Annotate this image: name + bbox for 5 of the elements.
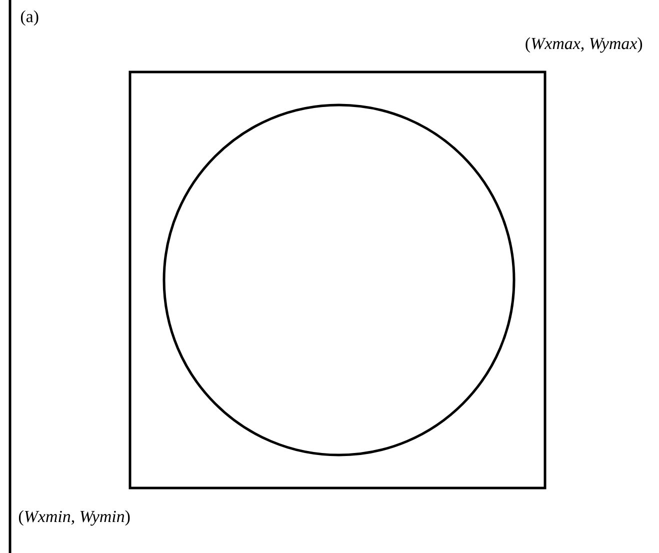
label-text: (a): [20, 10, 38, 26]
circle-shape: [162, 104, 516, 456]
label-text: (Wxmin, Wymin): [18, 510, 130, 526]
square-box: [128, 70, 546, 490]
label-text: (Wxmax, Wymax): [526, 37, 642, 53]
